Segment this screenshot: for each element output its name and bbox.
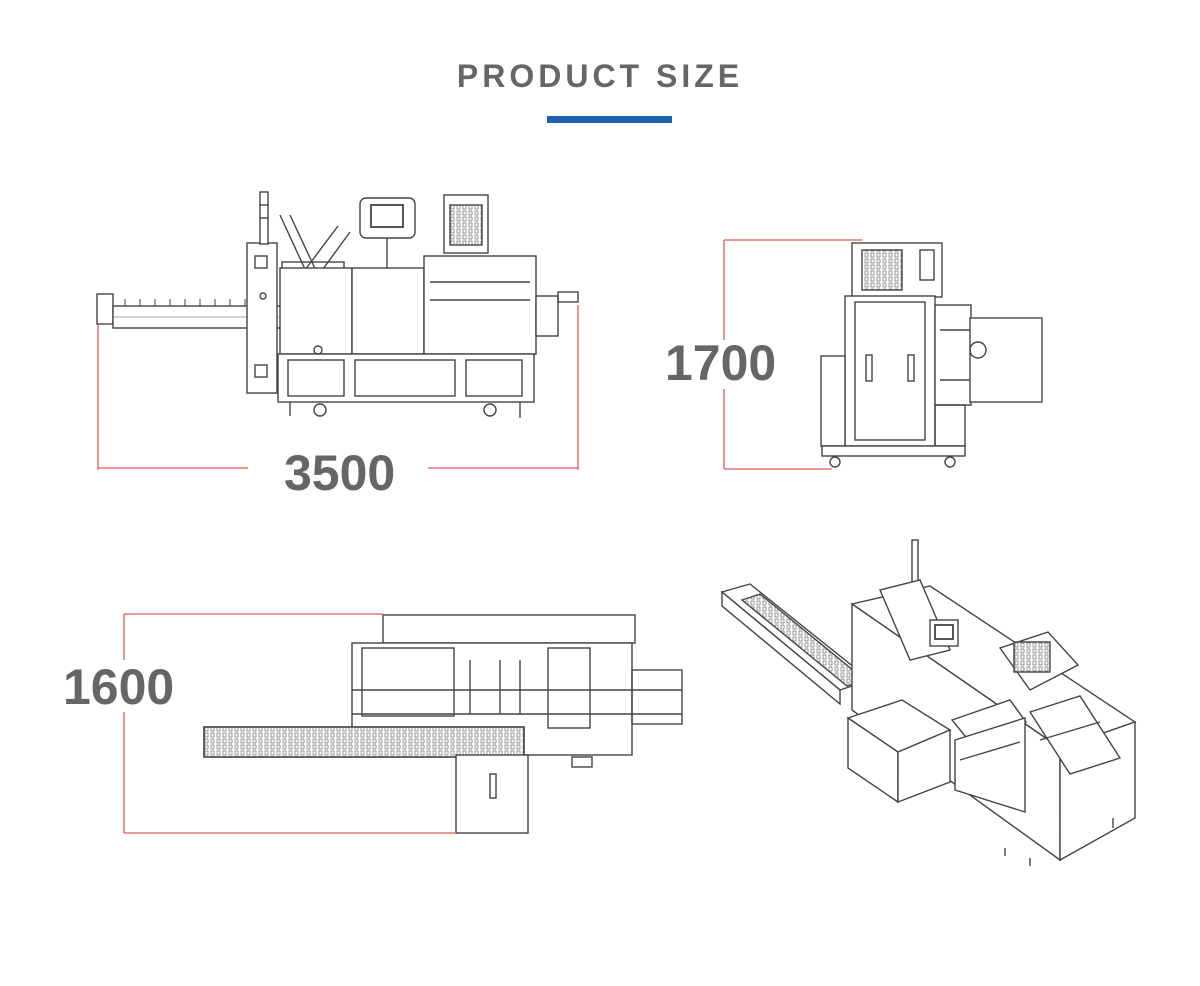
- top-view: [203, 614, 683, 834]
- length-dimension-line: [97, 305, 579, 470]
- isometric-view: [720, 539, 1137, 866]
- height-dimension-line: [723, 239, 862, 470]
- page-title: PRODUCT SIZE: [456, 58, 744, 94]
- title-underline: [547, 116, 672, 123]
- height-label: 1700: [665, 335, 777, 391]
- length-label: 3500: [284, 445, 396, 501]
- width-label: 1600: [63, 659, 175, 715]
- side-view: [820, 242, 1043, 468]
- front-view: [96, 191, 579, 418]
- width-dimension-line: [123, 613, 456, 834]
